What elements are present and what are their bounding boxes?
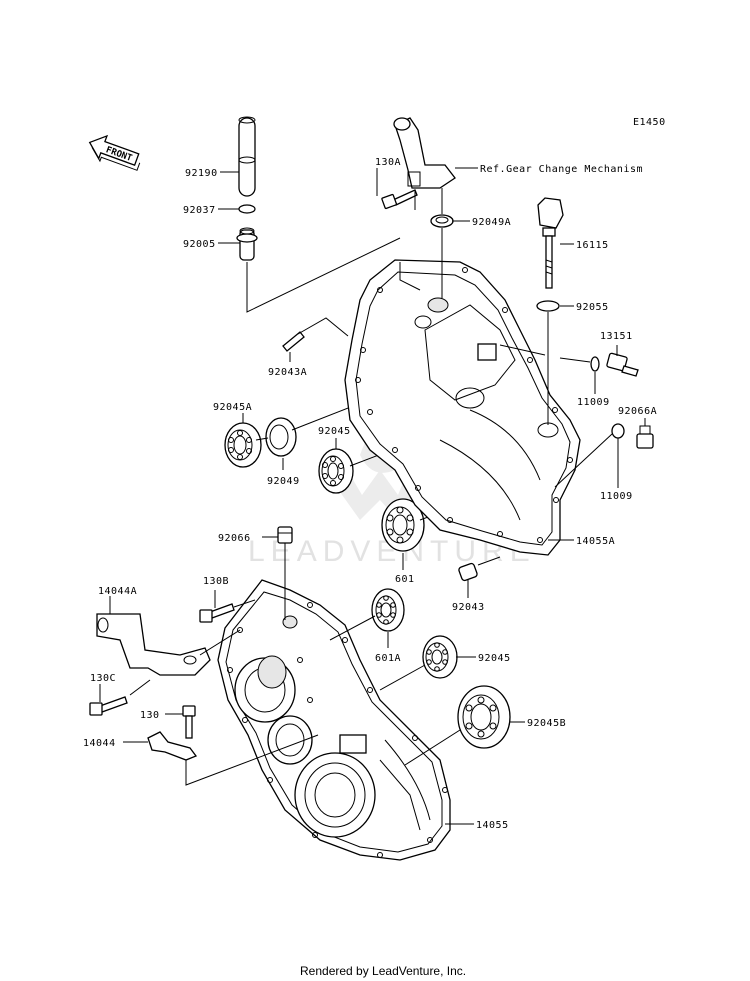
label-16115: 16115 (576, 240, 609, 251)
label-92055: 92055 (576, 302, 609, 313)
label-14044A: 14044A (98, 586, 137, 597)
part-14055A-case (344, 259, 581, 556)
gear-change-lever (393, 117, 456, 189)
part-14044-clip (147, 731, 198, 761)
part-92043-dowel (458, 562, 478, 582)
part-92045B-bearing (457, 685, 511, 749)
part-11009-washer-top (590, 356, 600, 372)
part-16115-dipstick (537, 197, 564, 289)
label-92045-top: 92045 (318, 426, 351, 437)
label-ref-gear-change: Ref.Gear Change Mechanism (480, 164, 643, 175)
label-130: 130 (140, 710, 160, 721)
part-92055-oring (536, 300, 560, 312)
label-13151: 13151 (600, 331, 633, 342)
label-92066: 92066 (218, 533, 251, 544)
label-11009-top: 11009 (577, 397, 610, 408)
label-601A: 601A (375, 653, 401, 664)
label-92049: 92049 (267, 476, 300, 487)
label-11009-bottom: 11009 (600, 491, 633, 502)
label-14055A: 14055A (576, 536, 615, 547)
label-92066A: 92066A (618, 406, 657, 417)
part-11009-washer-bottom (611, 423, 625, 439)
part-92045-bearing-upper (318, 448, 354, 494)
part-92190-pipe (238, 116, 256, 197)
part-130B-bolt (199, 603, 235, 623)
part-92005-fitting (236, 227, 258, 261)
diagram-code: E1450 (633, 117, 666, 128)
front-arrow-icon: FRONT (88, 134, 141, 171)
label-601: 601 (395, 574, 415, 585)
part-130-bolt (182, 705, 196, 739)
part-92045-bearing-lower (422, 635, 458, 679)
part-92049-seal (265, 417, 297, 457)
part-130C-bolt (89, 696, 128, 716)
part-14055-case (217, 579, 451, 861)
part-13151-switch (606, 352, 639, 377)
part-601A-bearing (371, 588, 405, 632)
part-92045A-bearing (224, 422, 262, 468)
part-92037-clip (238, 204, 256, 214)
part-92066-plug (277, 526, 293, 544)
part-14044A-bracket (96, 613, 211, 676)
label-130B: 130B (203, 576, 229, 587)
label-92049A: 92049A (472, 217, 511, 228)
part-92043A-pin (282, 331, 305, 352)
label-92190: 92190 (185, 168, 218, 179)
part-601-bearing (381, 498, 425, 552)
label-14055: 14055 (476, 820, 509, 831)
label-92005: 92005 (183, 239, 216, 250)
part-130A-bolt (381, 189, 418, 210)
label-92043: 92043 (452, 602, 485, 613)
label-130A: 130A (375, 157, 401, 168)
part-92066A-plug (636, 425, 654, 449)
label-92037: 92037 (183, 205, 216, 216)
part-92049A-seal (430, 214, 454, 228)
label-92045-bottom: 92045 (478, 653, 511, 664)
label-92043A: 92043A (268, 367, 307, 378)
footer-credit: Rendered by LeadVenture, Inc. (300, 964, 466, 978)
label-92045A: 92045A (213, 402, 252, 413)
label-14044: 14044 (83, 738, 116, 749)
label-130C: 130C (90, 673, 116, 684)
label-92045B: 92045B (527, 718, 566, 729)
